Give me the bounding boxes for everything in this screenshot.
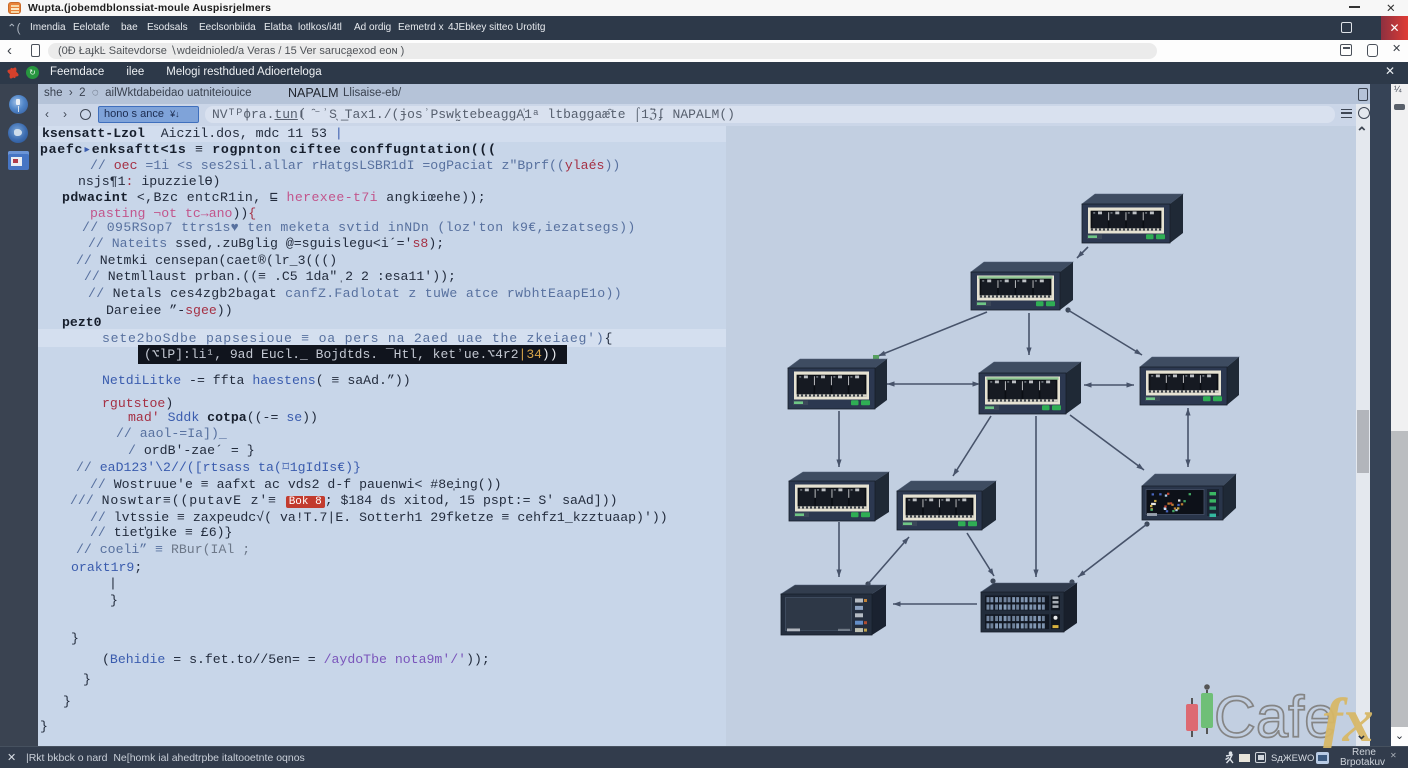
svg-text:Cafe: Cafe	[1214, 685, 1337, 748]
svg-text:fx: fx	[1322, 687, 1374, 748]
